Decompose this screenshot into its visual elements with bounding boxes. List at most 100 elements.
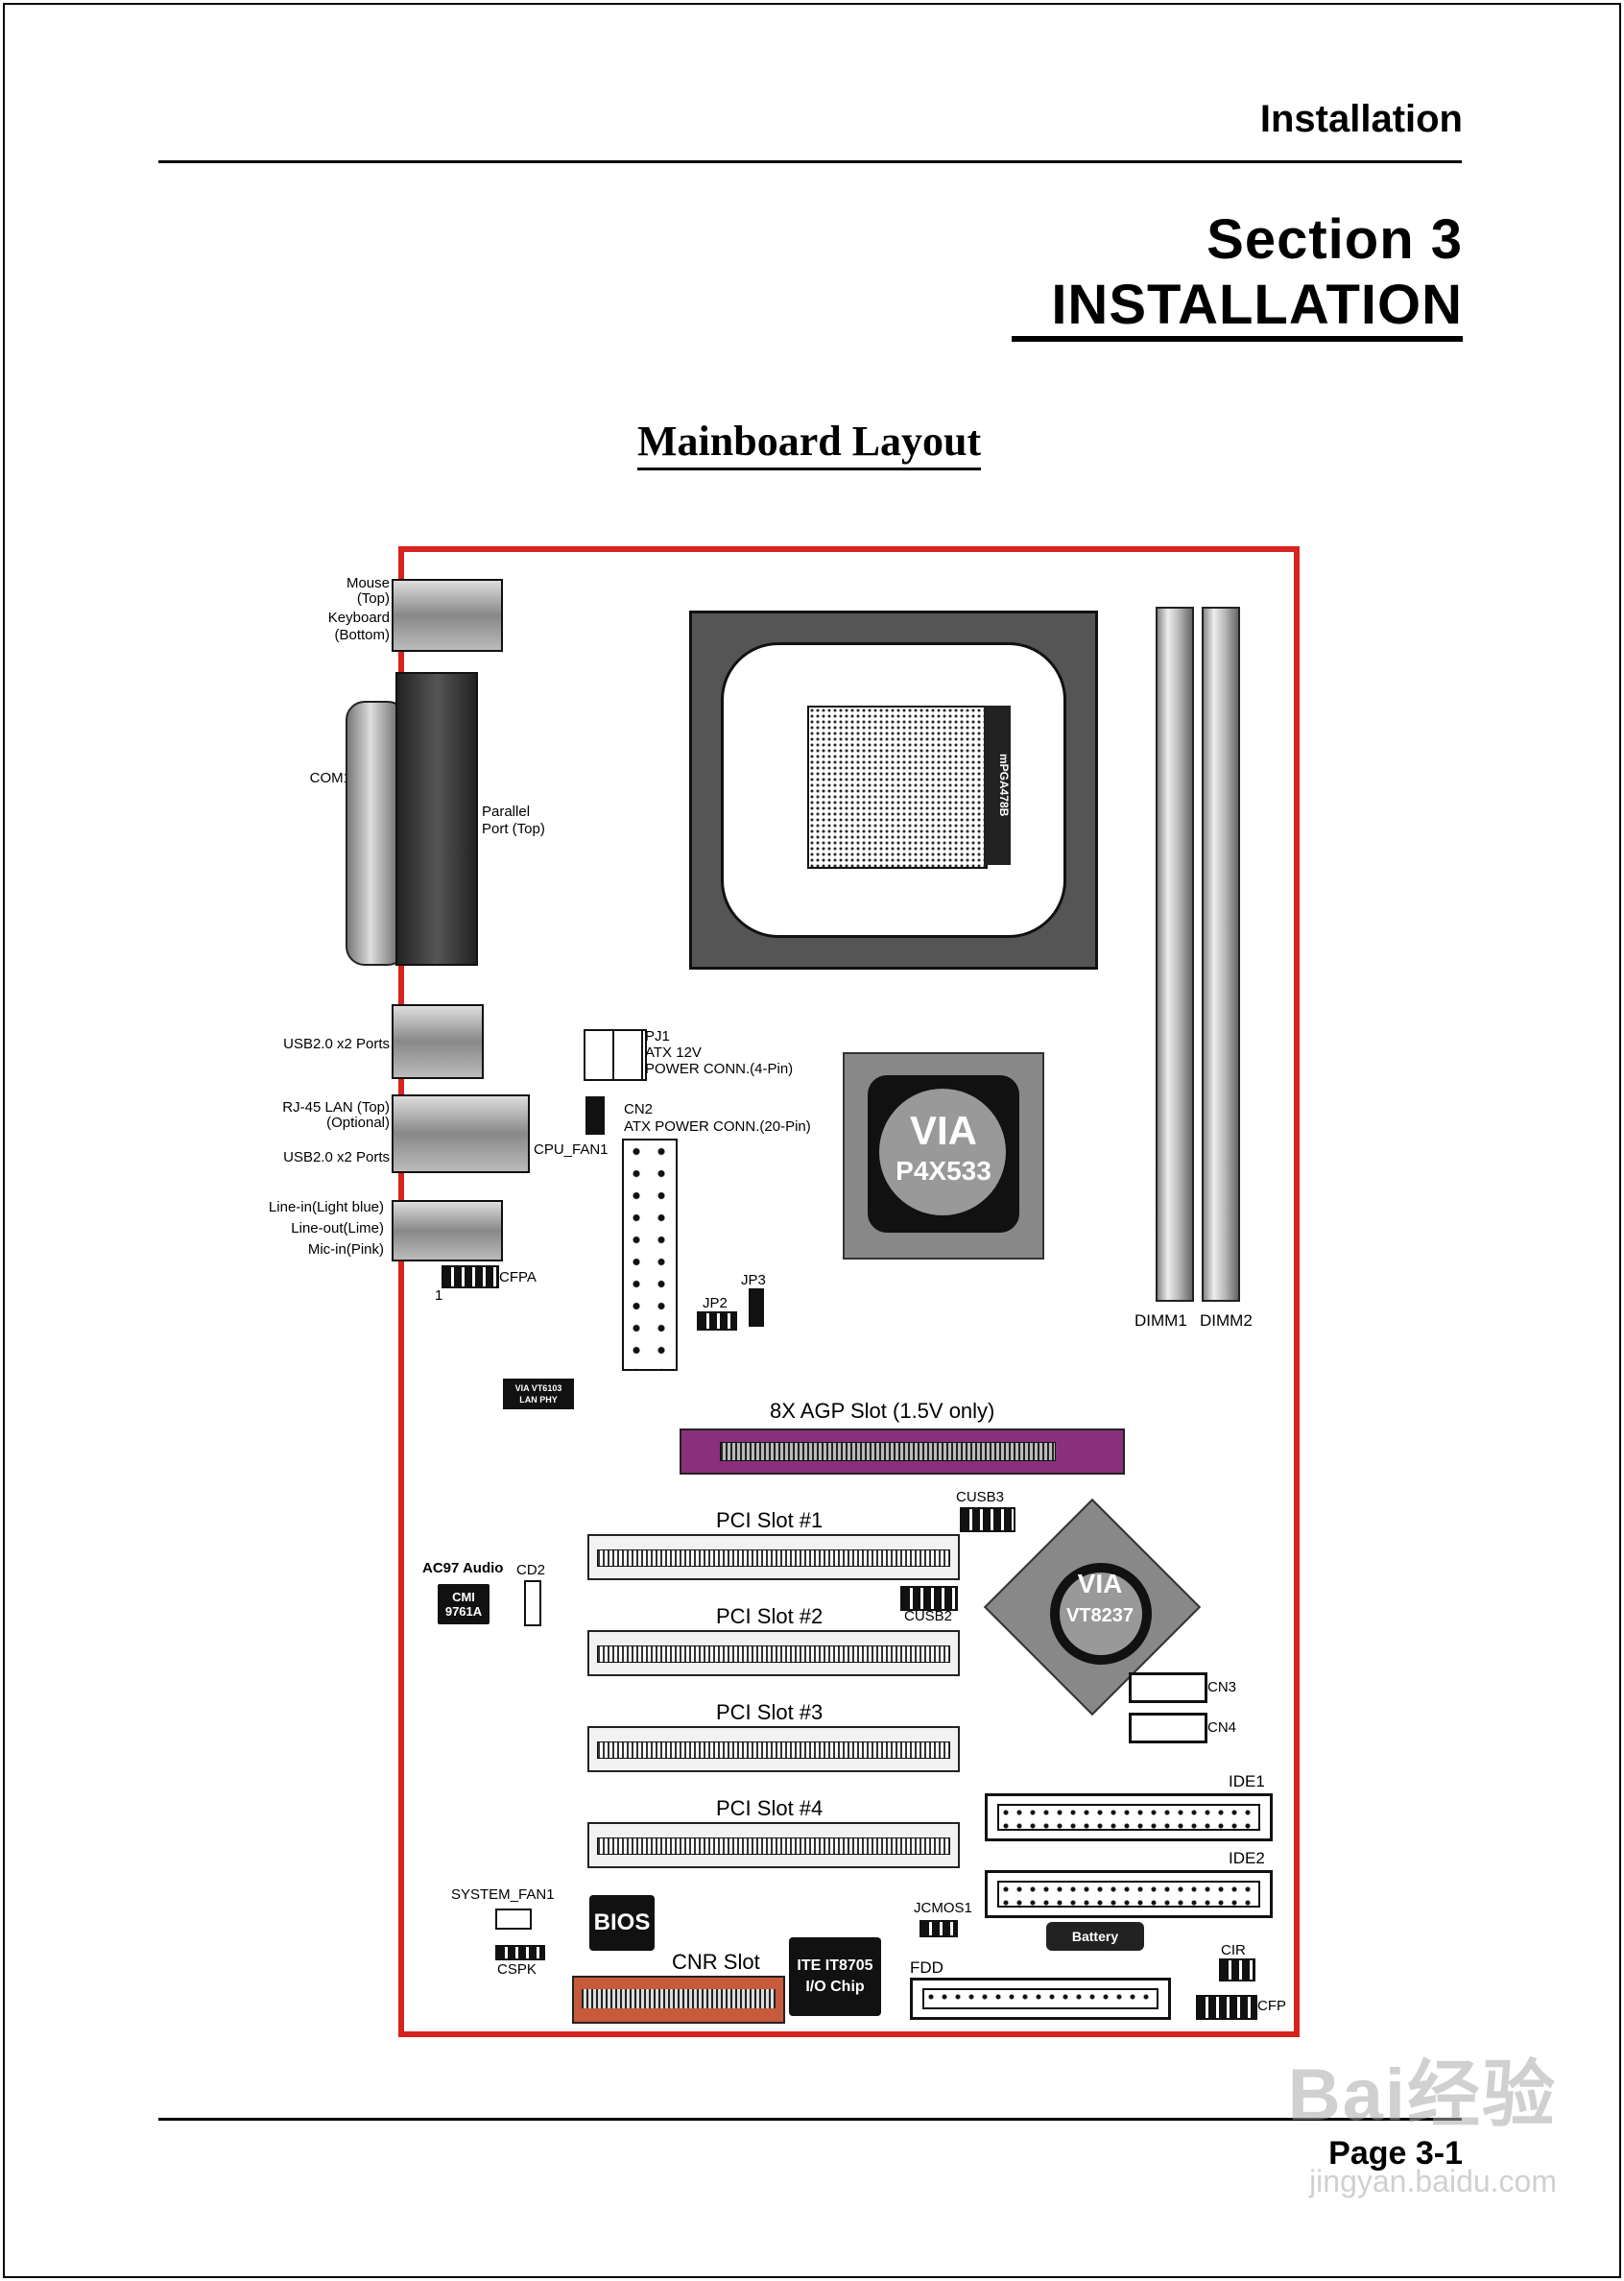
- jp3-jumper: [749, 1288, 764, 1327]
- label-cusb3: CUSB3: [956, 1489, 1005, 1505]
- label-pci1: PCI Slot #1: [716, 1508, 824, 1532]
- cfpa-header: [442, 1265, 499, 1288]
- label-jp3: JP3: [741, 1272, 766, 1288]
- label-line-out: Line-out(Lime): [291, 1220, 384, 1237]
- pci-slot-2: [587, 1630, 960, 1676]
- cmi-label-1: CMI: [452, 1590, 475, 1604]
- label-cpu-fan1: CPU_FAN1: [534, 1141, 609, 1158]
- atx-power-connector: [622, 1139, 678, 1371]
- southbridge-label-2: VT8237: [1065, 1605, 1134, 1626]
- lan-phy-label-2: LAN PHY: [519, 1395, 558, 1405]
- northbridge-chip: VIA P4X533: [843, 1052, 1044, 1260]
- layout-title: Mainboard Layout: [637, 417, 982, 470]
- label-agp: 8X AGP Slot (1.5V only): [770, 1399, 995, 1423]
- label-usb-top: USB2.0 x2 Ports: [283, 1036, 390, 1052]
- watermark-url: jingyan.baidu.com: [1309, 2164, 1557, 2198]
- cd2-header: [524, 1580, 541, 1626]
- ide2-connector: [985, 1870, 1273, 1918]
- page-number: Page 3-1: [1328, 2135, 1463, 2172]
- socket-label: mPGA478B: [984, 706, 1011, 865]
- northbridge-label-2: P4X533: [896, 1156, 991, 1186]
- label-pci3: PCI Slot #3: [716, 1700, 824, 1724]
- footer-rule: [158, 2118, 1462, 2121]
- agp-slot: [680, 1429, 1125, 1475]
- label-line-in: Line-in(Light blue): [268, 1199, 384, 1215]
- section-underline: [1012, 336, 1463, 342]
- cnr-slot: [572, 1976, 785, 2024]
- lan-phy-label-1: VIA VT6103: [514, 1383, 562, 1393]
- section-title: INSTALLATION: [1051, 274, 1463, 336]
- ide1-connector: [985, 1793, 1273, 1841]
- audio-jacks: [392, 1200, 503, 1261]
- cpu-socket: [807, 706, 988, 869]
- label-keyboard: Keyboard: [327, 610, 390, 626]
- lan-phy-chip: VIA VT6103 LAN PHY: [503, 1379, 574, 1409]
- label-atx-power20: ATX POWER CONN.(20-Pin): [624, 1118, 811, 1135]
- label-power-conn4: POWER CONN.(4-Pin): [645, 1061, 794, 1077]
- label-cnr: CNR Slot: [672, 1950, 760, 1974]
- ite-label-2: I/O Chip: [805, 1979, 865, 1995]
- cfp-header: [1196, 1995, 1257, 2020]
- label-usb-bottom: USB2.0 x2 Ports: [283, 1149, 390, 1165]
- label-cn2: CN2: [624, 1101, 654, 1117]
- label-com1: COM1: [309, 770, 351, 786]
- label-rj45-optional: (Optional): [326, 1115, 390, 1131]
- cspk-header: [495, 1945, 545, 1960]
- label-mic-in: Mic-in(Pink): [307, 1241, 384, 1258]
- cir-header: [1219, 1958, 1255, 1981]
- ite-io-chip: ITE IT8705 I/O Chip: [789, 1937, 881, 2016]
- label-cd2: CD2: [516, 1562, 546, 1578]
- ite-label-1: ITE IT8705: [797, 1957, 873, 1974]
- southbridge-label-1: VIA: [1077, 1569, 1123, 1598]
- label-rj45: RJ-45 LAN (Top): [282, 1099, 390, 1116]
- watermark-logo: Bai经验: [1287, 2054, 1557, 2136]
- cmi-label-2: 9761A: [444, 1604, 483, 1619]
- battery: Battery: [1046, 1922, 1144, 1951]
- label-cfp: CFP: [1257, 1998, 1286, 2014]
- header-rule: [158, 160, 1462, 163]
- section-number: Section 3: [1206, 208, 1463, 271]
- label-ide2: IDE2: [1229, 1849, 1265, 1867]
- label-jcmos1: JCMOS1: [914, 1900, 972, 1916]
- label-parallel: Parallel: [482, 804, 531, 820]
- pci-slot-3: [587, 1726, 960, 1772]
- southbridge-die: [1050, 1563, 1152, 1665]
- fdd-connector: [910, 1978, 1171, 2020]
- label-parallel-top: Port (Top): [482, 821, 545, 837]
- label-pci4: PCI Slot #4: [716, 1796, 824, 1820]
- jcmos1-jumper: [919, 1920, 958, 1937]
- cusb3-header: [960, 1507, 1015, 1532]
- ps2-ports: [392, 579, 503, 652]
- cn3-sata: [1129, 1672, 1207, 1703]
- label-cir: CIR: [1221, 1942, 1246, 1958]
- label-dimm1: DIMM1: [1134, 1311, 1187, 1330]
- label-pj1: PJ1: [645, 1028, 670, 1044]
- label-pci2: PCI Slot #2: [716, 1604, 824, 1628]
- lan-usb-ports: [392, 1094, 530, 1173]
- label-mouse: Mouse: [346, 575, 390, 591]
- label-ide1: IDE1: [1229, 1772, 1265, 1790]
- pj1-connector: [584, 1029, 647, 1081]
- northbridge-label-1: VIA: [909, 1108, 977, 1153]
- cpu-retention-frame: mPGA478B: [689, 611, 1098, 970]
- label-cn4: CN4: [1207, 1719, 1237, 1736]
- pci-slot-4: [587, 1822, 960, 1868]
- label-mouse-top: (Top): [356, 590, 390, 607]
- label-fdd: FDD: [910, 1958, 943, 1977]
- label-ac97: AC97 Audio: [422, 1560, 504, 1576]
- mainboard-outline: [398, 546, 1300, 2037]
- pci-slot-1: [587, 1534, 960, 1580]
- pin1-cfpa: 1: [435, 1287, 443, 1304]
- page-border: [3, 3, 1621, 2278]
- cpu-fan1-header: [585, 1096, 605, 1135]
- jp2-jumper: [697, 1311, 737, 1331]
- system-fan1-header: [495, 1909, 532, 1930]
- label-atx12v: ATX 12V: [645, 1044, 702, 1061]
- label-keyboard-bottom: (Bottom): [334, 627, 390, 643]
- dimm2-slot: [1202, 607, 1240, 1302]
- label-system-fan1: SYSTEM_FAN1: [451, 1886, 555, 1903]
- dimm1-slot: [1156, 607, 1194, 1302]
- label-cfpa: CFPA: [499, 1269, 537, 1285]
- bios-chip: BIOS: [589, 1895, 655, 1951]
- cusb2-header: [900, 1586, 958, 1611]
